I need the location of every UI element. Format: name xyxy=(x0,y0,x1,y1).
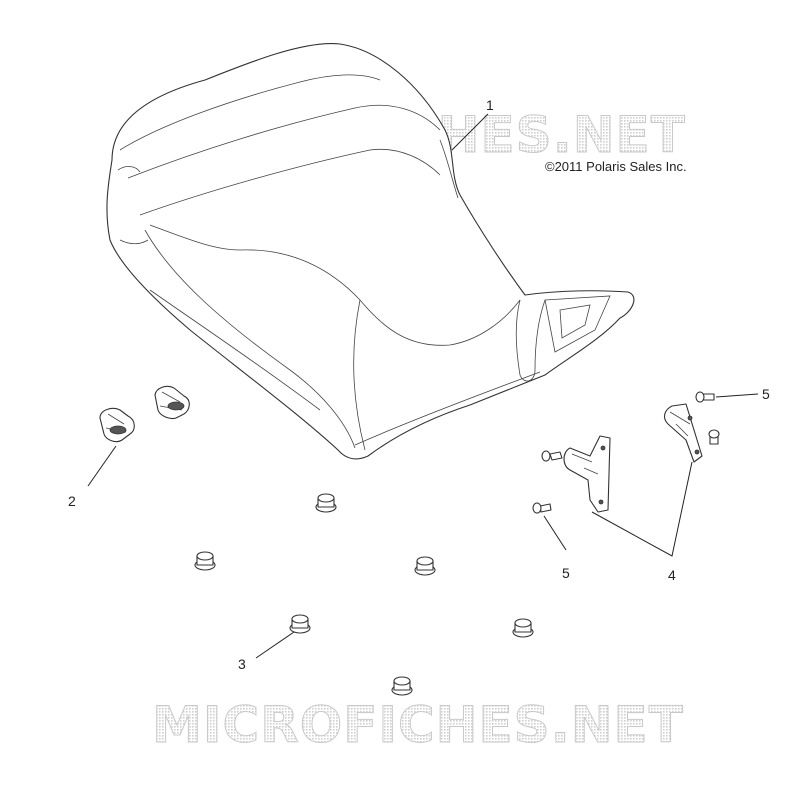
latch-part-right xyxy=(154,385,190,420)
callout-2: 2 xyxy=(68,493,76,509)
screw-part-4 xyxy=(708,429,720,445)
leader-line-5b xyxy=(715,393,759,398)
leader-line-4 xyxy=(591,461,693,557)
watermark-bottom: MICROFICHES.NET xyxy=(152,696,684,754)
leader-line-5a xyxy=(543,515,567,551)
leader-line-2 xyxy=(87,445,117,487)
callout-1: 1 xyxy=(486,97,494,113)
screw-part-2 xyxy=(532,502,552,514)
callout-5-lower: 5 xyxy=(562,565,570,581)
screw-part-1 xyxy=(541,450,563,462)
bracket-part-left xyxy=(563,435,611,513)
callout-3: 3 xyxy=(238,656,246,672)
leader-line-3 xyxy=(255,631,295,659)
callout-4: 4 xyxy=(668,567,676,583)
screw-part-3 xyxy=(695,391,715,403)
grommet-part-3 xyxy=(414,556,436,576)
seat-part xyxy=(106,42,635,460)
grommet-part-2 xyxy=(194,551,216,571)
bracket-part-right xyxy=(663,403,703,463)
leader-line-1 xyxy=(451,113,489,151)
latch-part-left xyxy=(99,407,135,443)
grommet-part-4 xyxy=(289,614,311,634)
grommet-part-1 xyxy=(315,493,337,513)
grommet-part-5 xyxy=(512,618,534,638)
callout-5-upper: 5 xyxy=(762,386,770,402)
grommet-part-6 xyxy=(391,676,413,696)
copyright-notice: ©2011 Polaris Sales Inc. xyxy=(545,159,687,174)
